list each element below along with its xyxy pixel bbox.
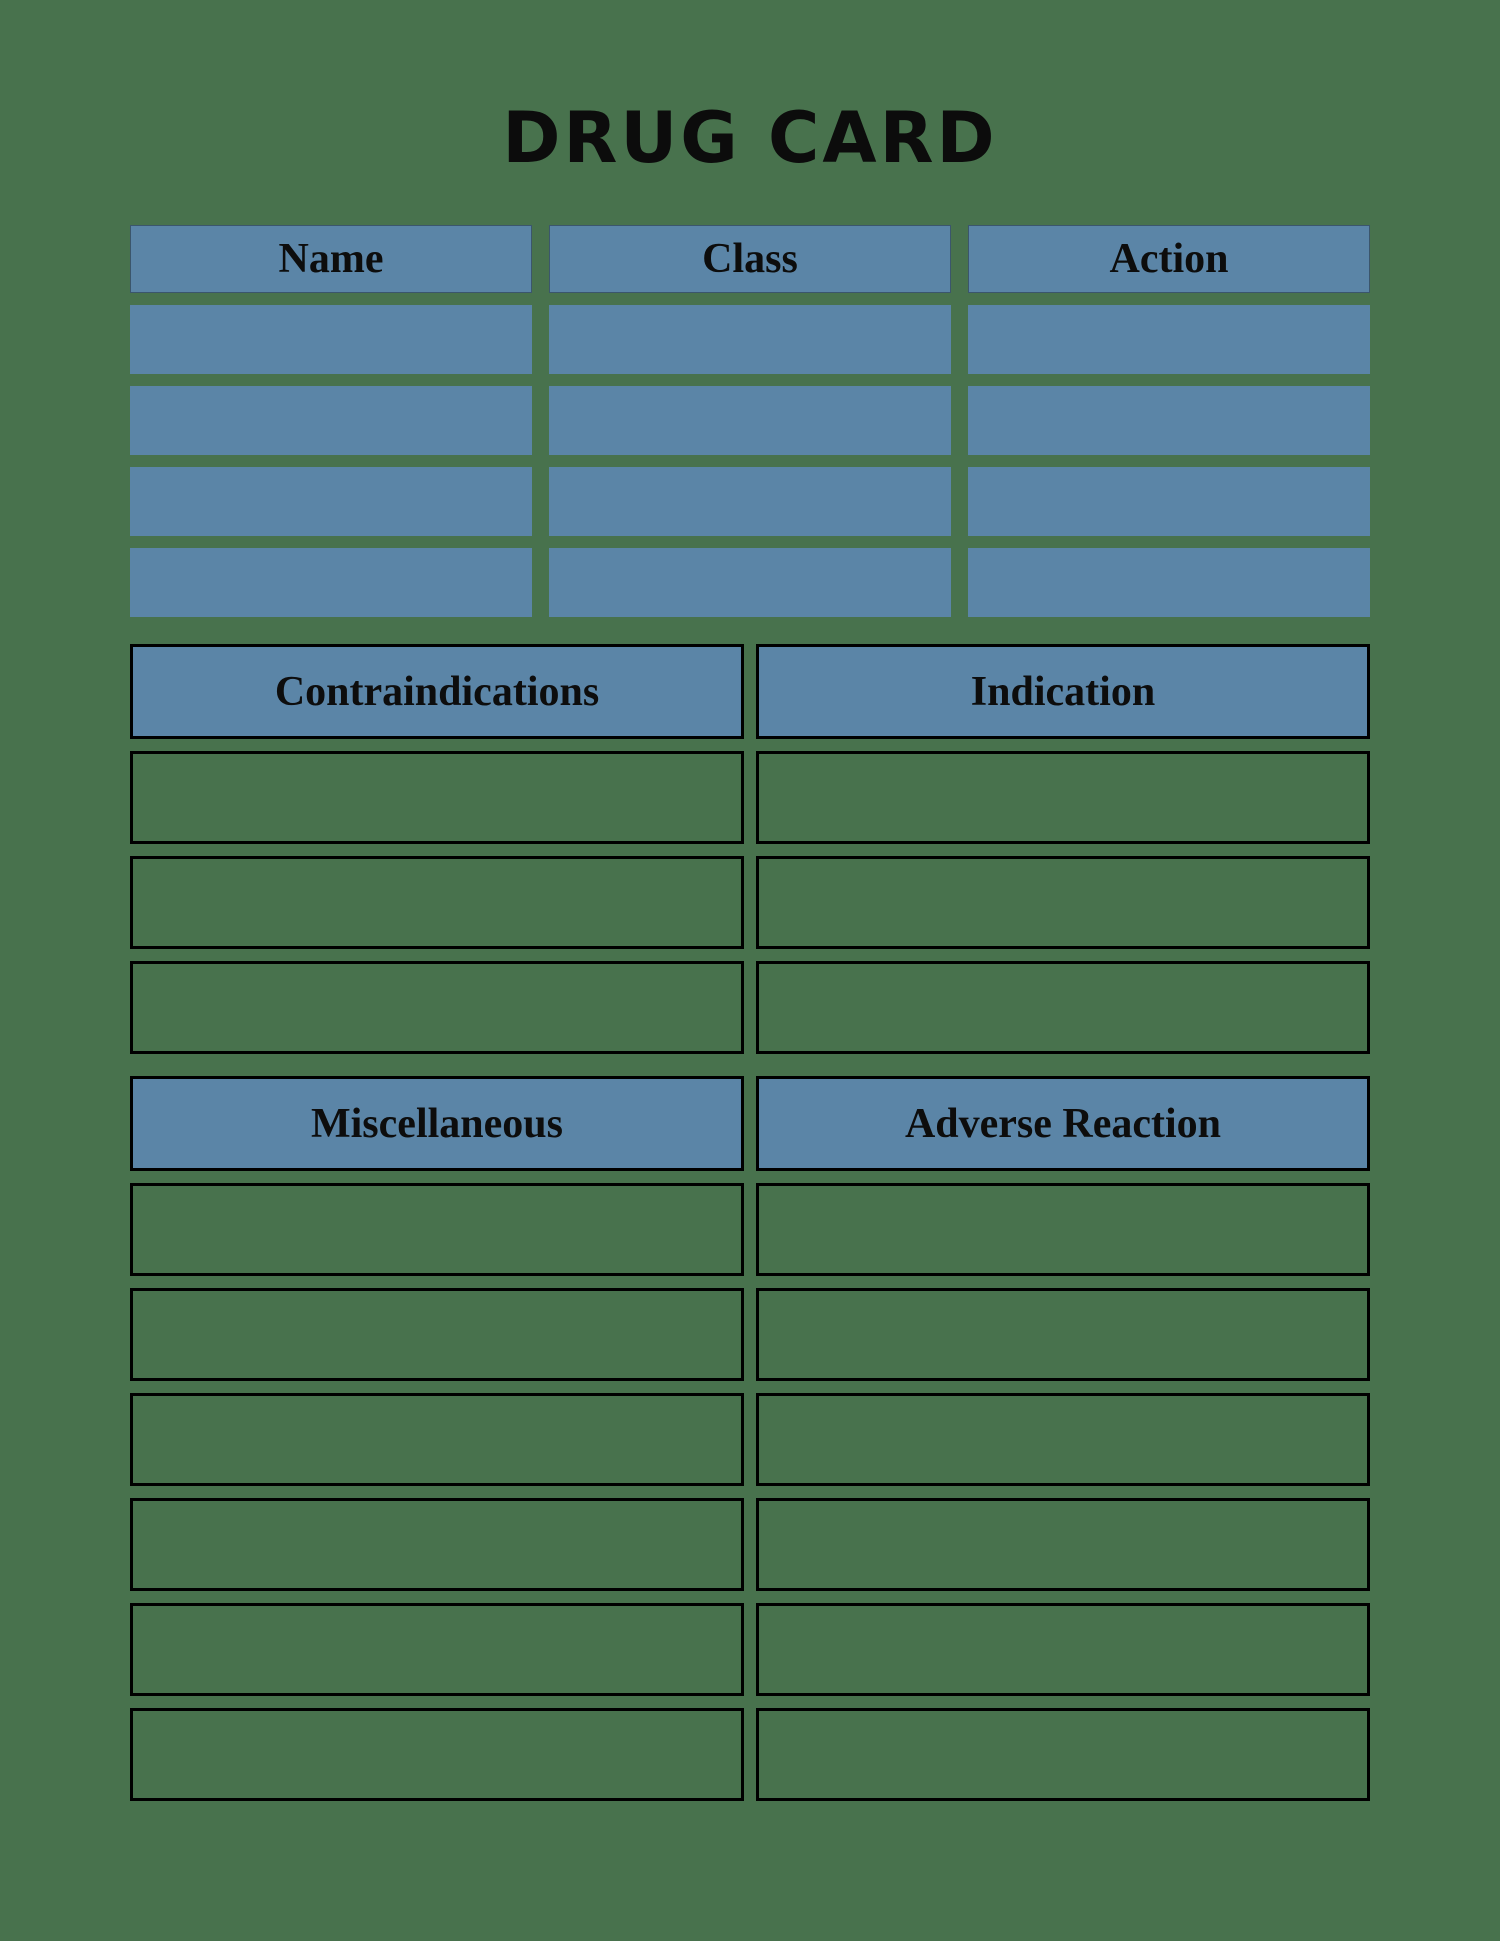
column-header-adverse-reaction: Adverse Reaction xyxy=(756,1076,1370,1171)
column-header-name: Name xyxy=(130,225,532,293)
miscellaneous-adverse-reaction-table: Miscellaneous Adverse Reaction xyxy=(130,1076,1370,1801)
empty-field-adverse-reaction-row-3 xyxy=(756,1393,1370,1486)
column-header-class: Class xyxy=(549,225,951,293)
top-table: Name Class Action xyxy=(130,225,1370,617)
empty-field-indication-row-2 xyxy=(756,856,1370,949)
empty-field-adverse-reaction-row-4 xyxy=(756,1498,1370,1591)
contraindications-indication-table: Contraindications Indication xyxy=(130,644,1370,1054)
empty-field-name-row-1 xyxy=(130,305,532,374)
empty-field-miscellaneous-row-6 xyxy=(130,1708,744,1801)
column-header-action: Action xyxy=(968,225,1370,293)
empty-field-adverse-reaction-row-1 xyxy=(756,1183,1370,1276)
empty-field-adverse-reaction-row-5 xyxy=(756,1603,1370,1696)
empty-field-miscellaneous-row-2 xyxy=(130,1288,744,1381)
empty-field-miscellaneous-row-4 xyxy=(130,1498,744,1591)
empty-field-name-row-4 xyxy=(130,548,532,617)
column-header-miscellaneous: Miscellaneous xyxy=(130,1076,744,1171)
empty-field-indication-row-3 xyxy=(756,961,1370,1054)
page-title: DRUG CARD xyxy=(502,97,998,179)
empty-field-class-row-4 xyxy=(549,548,951,617)
column-header-contraindications: Contraindications xyxy=(130,644,744,739)
empty-field-class-row-2 xyxy=(549,386,951,455)
empty-field-name-row-2 xyxy=(130,386,532,455)
empty-field-action-row-2 xyxy=(968,386,1370,455)
empty-field-miscellaneous-row-3 xyxy=(130,1393,744,1486)
empty-field-action-row-1 xyxy=(968,305,1370,374)
empty-field-contraindications-row-3 xyxy=(130,961,744,1054)
empty-field-adverse-reaction-row-6 xyxy=(756,1708,1370,1801)
card-content: Name Class Action Contraindications Indi… xyxy=(130,225,1370,1801)
empty-field-action-row-3 xyxy=(968,467,1370,536)
empty-field-action-row-4 xyxy=(968,548,1370,617)
empty-field-name-row-3 xyxy=(130,467,532,536)
empty-field-miscellaneous-row-5 xyxy=(130,1603,744,1696)
empty-field-contraindications-row-1 xyxy=(130,751,744,844)
column-header-indication: Indication xyxy=(756,644,1370,739)
empty-field-contraindications-row-2 xyxy=(130,856,744,949)
empty-field-class-row-3 xyxy=(549,467,951,536)
empty-field-adverse-reaction-row-2 xyxy=(756,1288,1370,1381)
empty-field-class-row-1 xyxy=(549,305,951,374)
empty-field-indication-row-1 xyxy=(756,751,1370,844)
empty-field-miscellaneous-row-1 xyxy=(130,1183,744,1276)
